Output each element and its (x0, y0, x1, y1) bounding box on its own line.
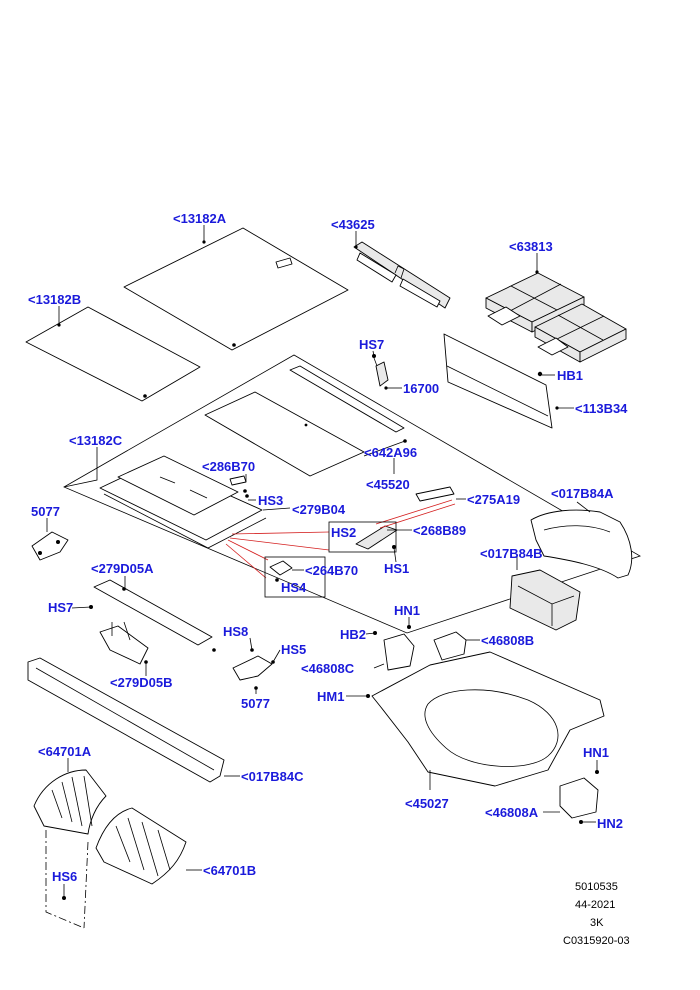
label-64701A[interactable]: <64701A (38, 744, 92, 759)
part-5077-bracket-left (31, 531, 69, 561)
part-13182A-floor-panel (123, 227, 349, 351)
footer-line-3: 3K (590, 917, 604, 929)
label-HM1[interactable]: HM1 (317, 689, 344, 704)
label-16700[interactable]: 16700 (403, 381, 439, 396)
label-45027[interactable]: <45027 (405, 796, 449, 811)
label-HS1[interactable]: HS1 (384, 561, 409, 576)
label-HN1-upper[interactable]: HN1 (394, 603, 420, 618)
label-HS2[interactable]: HS2 (331, 525, 356, 540)
label-46808C[interactable]: <46808C (301, 661, 355, 676)
assembly-outline-box (63, 354, 641, 634)
part-64701A-grille (33, 769, 107, 835)
label-HS5[interactable]: HS5 (281, 642, 306, 657)
label-642A96[interactable]: <642A96 (364, 445, 417, 460)
footer-line-1: 5010535 (575, 881, 618, 893)
label-279D05A[interactable]: <279D05A (91, 561, 154, 576)
label-HS7-lower[interactable]: HS7 (48, 600, 73, 615)
part-268B89-latch (355, 525, 398, 550)
label-43625[interactable]: <43625 (331, 217, 375, 232)
label-017B84B[interactable]: <017B84B (480, 546, 543, 561)
label-64701B[interactable]: <64701B (203, 863, 256, 878)
part-279B04-frame (99, 455, 267, 549)
assembly-line-64701A (45, 830, 85, 929)
label-286B70[interactable]: <286B70 (202, 459, 255, 474)
label-HS4[interactable]: HS4 (281, 580, 307, 595)
label-279B04[interactable]: <279B04 (292, 502, 346, 517)
label-017B84C[interactable]: <017B84C (241, 769, 304, 784)
label-268B89[interactable]: <268B89 (413, 523, 466, 538)
label-HB2[interactable]: HB2 (340, 627, 366, 642)
label-46808A[interactable]: <46808A (485, 805, 539, 820)
highlight-lines (225, 499, 456, 579)
part-275A19-strip (415, 486, 455, 502)
part-46808B-bracket (433, 631, 467, 661)
part-279D05B-bracket (89, 605, 149, 665)
label-5077-center[interactable]: 5077 (241, 696, 270, 711)
label-13182C[interactable]: <13182C (69, 433, 123, 448)
footer-line-2: 44-2021 (575, 899, 615, 911)
label-46808B[interactable]: <46808B (481, 633, 534, 648)
part-16700-hinge (372, 354, 389, 387)
part-5077-bracket-center (232, 648, 275, 690)
label-HS3[interactable]: HS3 (258, 493, 283, 508)
box-HS2 (328, 521, 397, 553)
label-HN1-lower[interactable]: HN1 (583, 745, 609, 760)
part-46808A-bracket (559, 770, 599, 824)
label-HN2[interactable]: HN2 (597, 816, 623, 831)
label-279D05B[interactable]: <279D05B (110, 675, 173, 690)
part-46808C-bracket (373, 625, 415, 671)
label-HS7-upper[interactable]: HS7 (359, 337, 384, 352)
label-017B84A[interactable]: <017B84A (551, 486, 614, 501)
part-264B70-bracket (269, 560, 293, 582)
label-275A19[interactable]: <275A19 (467, 492, 520, 507)
assembly-line-64701B (83, 841, 89, 929)
part-017B84B-bin (509, 569, 581, 631)
part-64701B-grille (95, 807, 187, 885)
part-017B84A-side-cover (530, 509, 633, 579)
part-279D05A-bar (93, 579, 216, 652)
part-642A96-board (204, 365, 407, 477)
label-5077-left[interactable]: 5077 (31, 504, 60, 519)
box-HS4 (264, 556, 326, 598)
part-13182B-floor-panel (25, 306, 201, 402)
leader-lines (46, 225, 598, 898)
part-45027-tub (366, 651, 605, 787)
part-017B84C-sill (27, 657, 225, 783)
footer-line-4: C0315920-03 (563, 935, 630, 947)
label-13182B[interactable]: <13182B (28, 292, 81, 307)
label-HB1[interactable]: HB1 (557, 368, 583, 383)
label-113B34[interactable]: <113B34 (575, 401, 628, 416)
part-43625-rail (353, 241, 451, 309)
label-63813[interactable]: <63813 (509, 239, 553, 254)
part-113B34-back-panel (443, 333, 553, 429)
label-45520[interactable]: <45520 (366, 477, 410, 492)
label-13182A[interactable]: <13182A (173, 211, 227, 226)
label-264B70[interactable]: <264B70 (305, 563, 358, 578)
part-63813-foam-trays (485, 272, 627, 363)
label-HS6[interactable]: HS6 (52, 869, 77, 884)
label-HS8[interactable]: HS8 (223, 624, 248, 639)
